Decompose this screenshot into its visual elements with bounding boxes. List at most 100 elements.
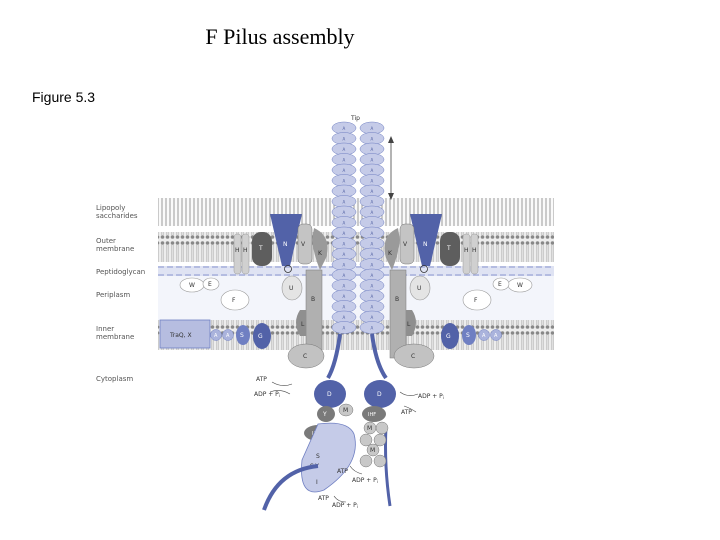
label-lps-1: Lipopoly	[96, 204, 125, 212]
svg-text:H: H	[472, 247, 477, 254]
pilin-label: A	[343, 305, 346, 310]
svg-text:E: E	[208, 281, 212, 288]
pilin-label: A	[371, 326, 374, 331]
pilin-label: A	[343, 294, 346, 299]
atp-reactions	[269, 381, 419, 503]
svg-text:A: A	[226, 333, 230, 339]
pilin-label: A	[343, 210, 346, 215]
pilin-label: A	[371, 263, 374, 268]
label-inner-2: membrane	[96, 333, 134, 341]
svg-text:T: T	[446, 245, 451, 252]
pilin-label: A	[371, 221, 374, 226]
pilin-label: A	[343, 189, 346, 194]
svg-text:Y: Y	[322, 411, 327, 418]
left-complex: TraQ, X A A S G H H T N W E F V K U B L	[159, 214, 328, 369]
pilin-label: A	[371, 273, 374, 278]
svg-text:K: K	[388, 250, 393, 257]
pilin-label: A	[371, 242, 374, 247]
svg-text:N: N	[283, 241, 288, 248]
svg-text:A: A	[482, 333, 486, 339]
svg-text:V: V	[403, 241, 408, 248]
svg-text:F: F	[474, 297, 478, 304]
pilin-label: A	[343, 179, 346, 184]
svg-text:ADP + Pi: ADP + Pi	[254, 391, 280, 398]
label-lps-2: saccharides	[96, 212, 138, 220]
pilin-label: A	[371, 126, 374, 131]
outer-membrane	[158, 232, 554, 262]
pilin-label: A	[343, 137, 346, 142]
svg-text:W: W	[189, 282, 195, 289]
pilin-label: A	[343, 326, 346, 331]
svg-text:M: M	[367, 425, 372, 432]
svg-text:A: A	[214, 333, 218, 339]
svg-text:ADP + Pi: ADP + Pi	[332, 502, 358, 509]
label-cytoplasm: Cytoplasm	[96, 375, 133, 383]
svg-text:N: N	[423, 241, 428, 248]
svg-text:W: W	[517, 282, 523, 289]
peptidoglycan-layer	[158, 266, 554, 276]
pilin-label: A	[371, 137, 374, 142]
pilin-label: A	[371, 231, 374, 236]
tip-label: Tip	[350, 115, 360, 122]
label-peptidoglycan: Peptidoglycan	[96, 268, 145, 276]
svg-text:ADP + Pi: ADP + Pi	[418, 393, 444, 400]
pilin-label: A	[343, 158, 346, 163]
svg-text:ADP + Pi: ADP + Pi	[352, 477, 378, 484]
pilin-label: A	[371, 252, 374, 257]
pilin-label: A	[371, 305, 374, 310]
svg-text:H: H	[464, 247, 469, 254]
svg-text:B: B	[395, 296, 399, 303]
pilin-label: A	[371, 158, 374, 163]
svg-text:C: C	[303, 353, 307, 360]
label-outer-2: membrane	[96, 245, 134, 253]
svg-text:H: H	[243, 247, 248, 254]
pilin-label: A	[343, 200, 346, 205]
slide-title: F Pilus assembly	[205, 24, 355, 49]
pilin-label: A	[371, 210, 374, 215]
svg-text:I: I	[316, 479, 318, 486]
svg-text:E: E	[498, 281, 502, 288]
pilin-label: A	[343, 221, 346, 226]
pilin-label: A	[371, 189, 374, 194]
svg-text:Inner: Inner	[96, 325, 114, 333]
svg-text:H: H	[235, 247, 240, 254]
svg-text:D: D	[327, 391, 332, 398]
pilin-label: A	[343, 252, 346, 257]
pilin-label: A	[371, 168, 374, 173]
pilin-label: A	[371, 284, 374, 289]
pilin-label: A	[371, 147, 374, 152]
svg-text:S: S	[466, 332, 470, 339]
cytoplasmic-complex: D D Y M IHF IHF S-Y S I M M	[262, 333, 396, 511]
svg-text:S: S	[240, 332, 244, 339]
svg-text:membrane: membrane	[96, 245, 134, 253]
pilin-label: A	[343, 168, 346, 173]
pilin-label: A	[343, 273, 346, 278]
svg-text:L: L	[301, 321, 305, 328]
svg-text:L: L	[407, 321, 411, 328]
pilin-label: A	[371, 315, 374, 320]
svg-text:M: M	[343, 407, 348, 414]
pilin-label: A	[343, 315, 346, 320]
svg-text:U: U	[417, 285, 421, 292]
svg-text:ATP: ATP	[337, 468, 348, 475]
pilin-label: A	[343, 147, 346, 152]
svg-text:ATP: ATP	[256, 376, 267, 383]
label-inner-1: Inner	[96, 325, 114, 333]
right-complex: A A S G H H T N W E F V K U B L C	[384, 214, 533, 369]
svg-text:G: G	[258, 333, 263, 340]
svg-text:S: S	[316, 453, 320, 460]
svg-text:G: G	[446, 333, 451, 340]
svg-text:D: D	[377, 391, 382, 398]
label-periplasm: Periplasm	[96, 291, 130, 299]
svg-text:T: T	[258, 245, 263, 252]
svg-text:B: B	[311, 296, 315, 303]
pilin-label: A	[343, 126, 346, 131]
figure-label: Figure 5.3	[32, 89, 96, 105]
label-outer-1: Outer	[96, 237, 116, 245]
svg-text:U: U	[289, 285, 293, 292]
pilin-label: A	[371, 179, 374, 184]
svg-text:C: C	[411, 353, 415, 360]
svg-text:ATP: ATP	[318, 495, 329, 502]
pilin-label: A	[371, 200, 374, 205]
pilin-label: A	[343, 231, 346, 236]
